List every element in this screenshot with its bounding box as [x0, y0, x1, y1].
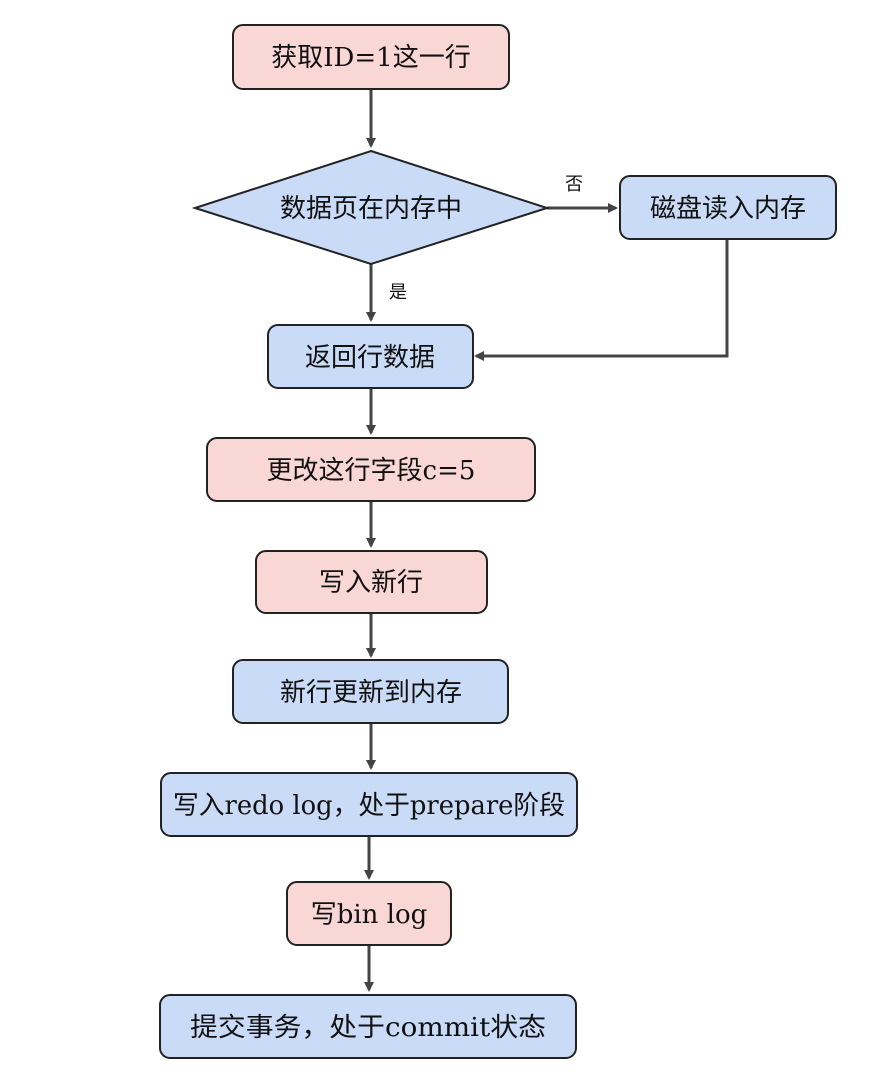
node-commit-box: [159, 994, 577, 1059]
node-disk-read: 磁盘读入内存: [619, 175, 837, 240]
node-redo-prepare: 写入redo log，处于prepare阶段: [160, 772, 578, 837]
node-update-field-label: 更改这行字段c=5: [267, 456, 476, 486]
node-update-field-box: [206, 437, 536, 502]
node-write-row-box: [255, 550, 488, 614]
decision-in-memory: 数据页在内存中: [191, 149, 551, 266]
node-return-row-label: 返回行数据: [305, 343, 435, 373]
edge-label-no: 否: [565, 174, 583, 195]
node-redo-prepare-label: 写入redo log，处于prepare阶段: [173, 791, 565, 821]
node-get-row-box: [232, 24, 510, 90]
node-return-row-box: [267, 324, 474, 389]
node-update-field: 更改这行字段c=5: [206, 437, 536, 502]
node-write-binlog: 写bin log: [286, 881, 452, 946]
decision-in-memory-label: 数据页在内存中: [280, 194, 462, 224]
edge-label-yes: 是: [389, 282, 407, 303]
node-disk-read-label: 磁盘读入内存: [650, 194, 806, 224]
node-write-binlog-box: [286, 881, 452, 946]
node-return-row: 返回行数据: [267, 324, 474, 389]
decision-in-memory-shape: [191, 149, 551, 266]
node-write-row-label: 写入新行: [319, 568, 423, 598]
node-update-memory-label: 新行更新到内存: [280, 678, 462, 708]
node-commit-label: 提交事务，处于commit状态: [190, 1013, 546, 1043]
node-get-row-label: 获取ID=1这一行: [271, 43, 470, 73]
node-update-memory: 新行更新到内存: [232, 659, 509, 724]
node-update-memory-box: [232, 659, 509, 724]
node-write-binlog-label: 写bin log: [311, 900, 428, 930]
arrow-disk-to-return: [474, 240, 729, 361]
node-get-row: 获取ID=1这一行: [232, 24, 510, 90]
node-write-row: 写入新行: [255, 550, 488, 614]
node-commit: 提交事务，处于commit状态: [159, 994, 577, 1059]
node-redo-prepare-box: [160, 772, 578, 837]
node-disk-read-box: [619, 175, 837, 240]
